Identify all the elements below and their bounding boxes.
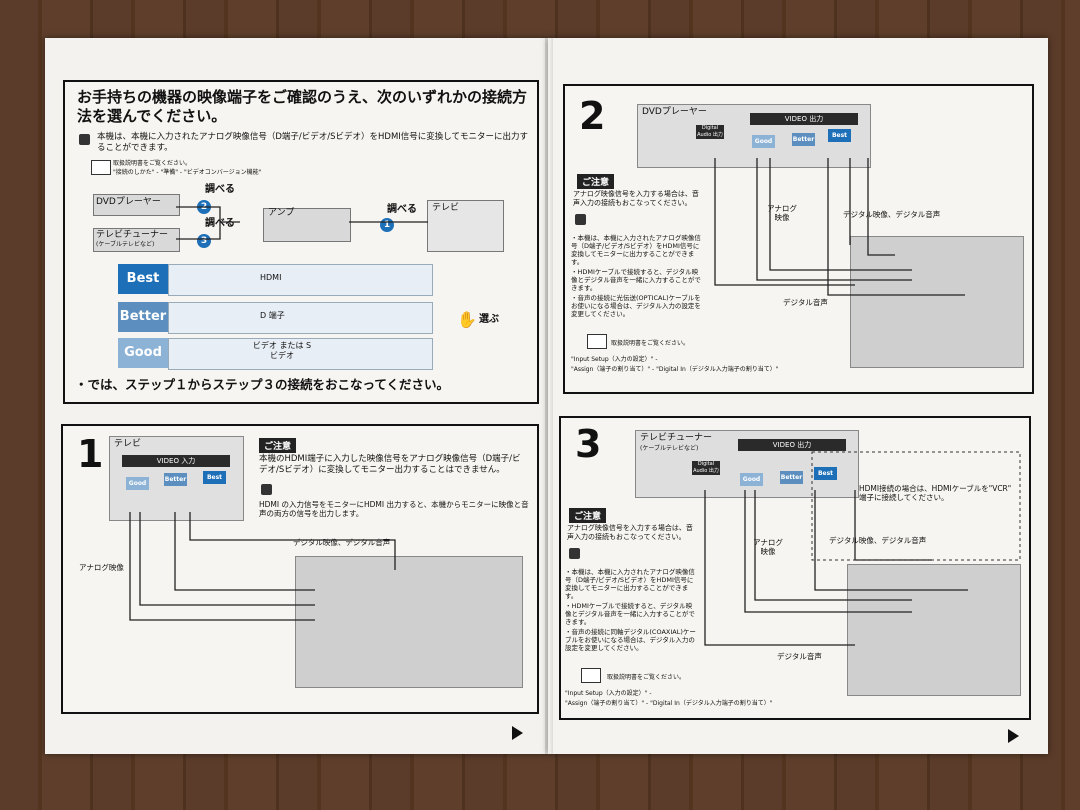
check-label-3: 調べる <box>387 204 417 215</box>
intro-footer: ・では、ステップ１からステップ３の接続をおこなってください。 <box>75 377 450 392</box>
step2-digital-label: デジタル映像、デジタル音声 <box>843 210 941 219</box>
best-tag: Best <box>118 264 168 294</box>
good-row-label: ビデオ または Sビデオ <box>252 341 312 360</box>
step3-note-icon <box>569 548 580 559</box>
step3-box: 3 テレビチューナー (ケーブルテレビなど) VIDEO 出力 Digital … <box>559 416 1031 720</box>
intro-ref-2: "接続のしかた" - "準備" - "ビデオコンバージョン機能" <box>113 169 262 176</box>
tv-tuner-sublabel: (ケーブルテレビなど) <box>96 241 155 248</box>
step1-receiver-rear <box>295 556 523 688</box>
hand-icon: ✋ <box>457 310 477 329</box>
tv-device: テレビ <box>427 200 504 252</box>
good-tag: Good <box>118 338 168 368</box>
amplifier-label: アンプ <box>268 208 295 218</box>
next-page-arrow-right[interactable] <box>1008 729 1019 743</box>
intro-heading: お手持ちの機器の映像端子をご確認のうえ、次のいずれかの接続方法を選んでください。 <box>77 88 528 125</box>
step1-hdmi-note: HDMI の入力信号をモニターにHDMI 出力すると、本機からモニターに映像と音… <box>259 500 529 519</box>
dvd-player-label: DVDプレーヤー <box>96 197 161 207</box>
next-page-arrow-left[interactable] <box>512 726 523 740</box>
step3-receiver-rear <box>847 564 1021 696</box>
step3-bullet-2: ・HDMIケーブルで接続すると、デジタル映像とデジタル音声を一緒に入力することが… <box>565 602 695 627</box>
step2-device-label: DVDプレーヤー <box>642 107 707 117</box>
step2-manual-icon <box>587 334 607 349</box>
step2-box: 2 DVDプレーヤー VIDEO 出力 Digital Audio 出力 Goo… <box>563 84 1034 394</box>
step3-tag-best: Best <box>814 467 837 480</box>
step3-device-label: テレビチューナー <box>640 433 713 443</box>
step3-analog-label: アナログ映像 <box>753 538 783 557</box>
step2-ref-path-2: "Assign（端子の割り当て）" - "Digital In（デジタル入力端子… <box>571 366 779 373</box>
step3-digital-label: デジタル映像、デジタル音声 <box>829 536 927 545</box>
dvd-player-device: DVDプレーヤー <box>93 194 180 216</box>
step3-hdmi-note: HDMI接続の場合は、HDMIケーブルを"VCR" 端子に接続してください。 <box>859 484 1012 503</box>
step3-bullet-3: ・音声の接続に同軸デジタル(COAXIAL)ケーブルをお使いになる場合は、デジタ… <box>565 628 696 653</box>
quality-row-good: Good ビデオ または Sビデオ <box>118 338 433 370</box>
step2-caution-text: アナログ映像信号を入力する場合は、音声入力の接続もおこなってください。 <box>573 190 699 207</box>
step2-caution-title: ご注意 <box>577 174 615 189</box>
page-fold <box>545 38 553 754</box>
step1-device-label: テレビ <box>114 439 142 449</box>
better-tag: Better <box>118 302 168 332</box>
step1-analog-label: アナログ映像 <box>79 563 124 572</box>
step2-receiver-rear <box>850 236 1024 368</box>
step3-number: 3 <box>575 422 602 466</box>
step3-ref: 取扱説明書をご覧ください。 <box>607 674 686 681</box>
step3-manual-icon <box>581 668 601 683</box>
step3-tuner-panel: テレビチューナー (ケーブルテレビなど) VIDEO 出力 Digital Au… <box>635 430 859 498</box>
step2-bullet-3: ・音声の接続に光伝送(OPTICAL)ケーブルをお使いになる場合は、デジタル入力… <box>571 294 701 319</box>
step2-dvd-panel: DVDプレーヤー VIDEO 出力 Digital Audio 出力 Good … <box>637 104 871 168</box>
magnifier-icon-3: 3 <box>197 234 211 248</box>
select-label: 選ぶ <box>479 314 499 325</box>
step2-tag-good: Good <box>752 135 775 148</box>
step2-bullet-1: ・本機は、本機に入力されたアナログ映像信号（D端子/ビデオ/Sビデオ）をHDMI… <box>571 234 701 267</box>
step3-ref-path-2: "Assign（端子の割り当て）" - "Digital In（デジタル入力端子… <box>565 700 773 707</box>
step1-note-icon <box>261 484 272 495</box>
step1-number: 1 <box>77 432 104 476</box>
step3-tag-better: Better <box>780 471 803 484</box>
step3-caution-title: ご注意 <box>569 508 607 523</box>
step2-bullet-2: ・HDMIケーブルで接続すると、デジタル映像とデジタル音声を一緒に入力することが… <box>571 268 701 293</box>
step2-audio-label: デジタル音声 <box>783 298 828 307</box>
quality-row-best: Best HDMI <box>118 264 433 296</box>
tv-tuner-label: テレビチューナー <box>96 230 169 240</box>
step3-video-out-header: VIDEO 出力 <box>738 439 846 451</box>
step3-tag-good: Good <box>740 473 763 486</box>
manual-icon <box>91 160 111 175</box>
step1-caution-title: ご注意 <box>259 438 297 453</box>
step1-box: 1 テレビ VIDEO 入力 Good Better Best ご注意 本機のH… <box>61 424 539 714</box>
step1-video-in-header: VIDEO 入力 <box>122 455 230 467</box>
amplifier-device: アンプ <box>263 208 351 242</box>
best-row-label: HDMI <box>260 273 282 282</box>
step2-ref-path-1: "Input Setup（入力の設定）" - <box>571 356 658 363</box>
tv-tuner-device: テレビチューナー (ケーブルテレビなど) <box>93 228 180 252</box>
step3-bullet-1: ・本機は、本機に入力されたアナログ映像信号（D端子/ビデオ/Sビデオ）をHDMI… <box>565 568 695 601</box>
better-row-label: D 端子 <box>260 311 285 320</box>
step2-note-icon <box>575 214 586 225</box>
intro-box: お手持ちの機器の映像端子をご確認のうえ、次のいずれかの接続方法を選んでください。… <box>63 80 539 404</box>
step2-video-out-header: VIDEO 出力 <box>750 113 858 125</box>
step3-device-sublabel: (ケーブルテレビなど) <box>640 445 699 452</box>
step2-tag-best: Best <box>828 129 851 142</box>
step1-tv-panel: テレビ VIDEO 入力 Good Better Best <box>109 436 244 521</box>
step2-analog-label: アナログ映像 <box>767 204 797 223</box>
step3-audio-label: デジタル音声 <box>777 652 822 661</box>
intro-ref-1: 取扱説明書をご覧ください。 <box>113 160 192 167</box>
step1-caution-text: 本機のHDMI端子に入力した映像信号をアナログ映像信号（D端子/ビデオ/Sビデオ… <box>259 454 521 475</box>
step3-digital-audio-header: Digital Audio 出力 <box>692 461 720 475</box>
step1-tag-good: Good <box>126 477 149 490</box>
step2-tag-better: Better <box>792 133 815 146</box>
check-label-1: 調べる <box>205 184 235 195</box>
step2-ref: 取扱説明書をご覧ください。 <box>611 340 690 347</box>
step1-tag-best: Best <box>203 471 226 484</box>
step3-caution-text: アナログ映像信号を入力する場合は、音声入力の接続もおこなってください。 <box>567 524 693 541</box>
step3-ref-path-1: "Input Setup（入力の設定）" - <box>565 690 652 697</box>
intro-note: 本機は、本機に入力されたアナログ映像信号（D端子/ビデオ/Sビデオ）をHDMI信… <box>97 132 529 153</box>
tv-label: テレビ <box>432 203 460 213</box>
note-icon <box>79 134 90 145</box>
quality-row-better: Better D 端子 <box>118 302 433 334</box>
step2-digital-audio-header: Digital Audio 出力 <box>696 125 724 139</box>
step1-digital-label: デジタル映像、デジタル音声 <box>293 538 391 547</box>
step1-tag-better: Better <box>164 473 187 486</box>
step2-number: 2 <box>579 94 606 138</box>
